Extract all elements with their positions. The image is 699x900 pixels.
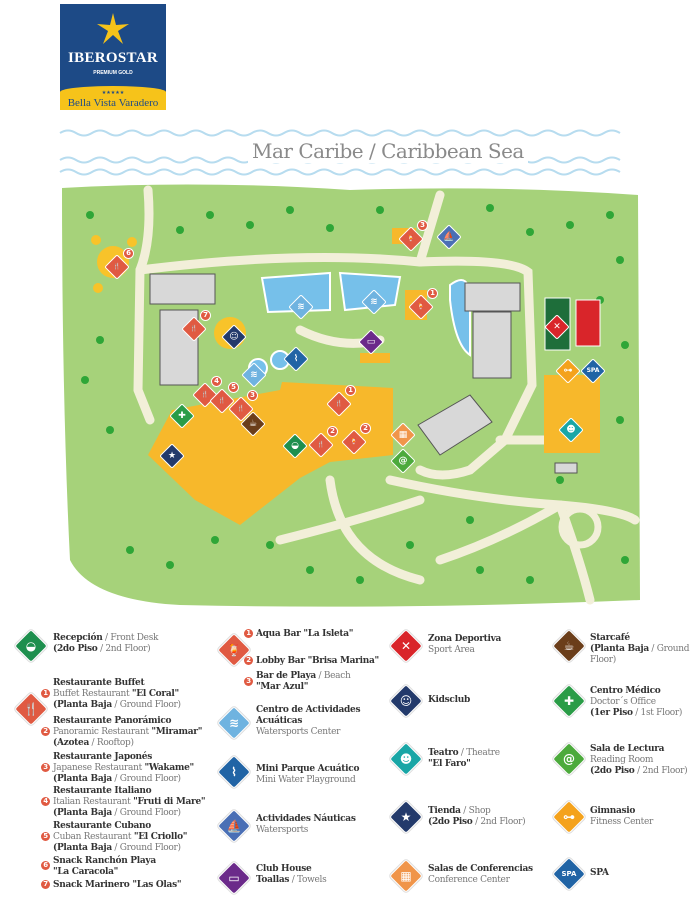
roundabout [558,505,602,549]
hotel-logo: IBEROSTAR PREMIUM GOLD ★★★★★ Bella Vista… [60,4,166,110]
shop-icon: ★ [389,800,423,834]
sport-area-icon: ✕ [389,629,423,663]
sailboat-icon: ⛵ [217,809,251,843]
theatre-icon: ☻ [389,742,423,776]
marker-number: 4 [211,376,222,387]
marker-number: 2 [360,423,371,434]
legend-starcafe: Starcafé(Planta Baja / Ground Floor) [590,633,690,665]
gym-icon: ⊶ [552,800,586,834]
mini-water-playground-icon: ⌇ [217,755,251,789]
starfish-icon [97,13,129,44]
buildings [149,273,578,474]
reception-icon: ◒ [14,629,48,663]
marker-number: 5 [228,382,239,393]
starcafe-icon: ☕ [552,629,586,663]
legend-spa: SPA [590,868,609,878]
watersports-center-icon: ≋ [217,706,251,740]
medical-icon: ✚ [552,684,586,718]
logo-hotel-name: Bella Vista Varadero [67,97,159,109]
logo-brand: IBEROSTAR [68,50,158,66]
conference-icon: ▦ [389,859,423,893]
spa-icon: SPA [552,857,586,891]
main-building-area [148,382,393,525]
reading-room-icon: @ [552,742,586,776]
legend-theatre: Teatro / Theatre"El Faro" [428,748,500,769]
kidsclub-icon: ☺ [389,684,423,718]
legend-shop: Tienda / Shop(2do Piso / 2nd Floor) [428,806,526,827]
resort-map [59,129,640,607]
legend-reception: Recepción / Front Desk(2do Piso / 2nd Fl… [53,633,159,654]
logo-stars: ★★★★★ [101,90,125,96]
club-house-icon: ▭ [217,861,251,895]
marker-number: 6 [123,248,134,259]
logo-tier: PREMIUM GOLD [93,70,133,76]
marker-number: 1 [427,288,438,299]
tennis-court [575,299,601,347]
marker-number: 1 [345,385,356,396]
trees [81,204,629,584]
marker-number: 3 [247,390,258,401]
marker-number: 2 [327,426,338,437]
marker-number: 7 [200,310,211,321]
sea-label: Mar Caribe / Caribbean Sea [248,139,528,163]
marker-number: 3 [417,220,428,231]
legend-kidsclub: Kidsclub [428,695,470,705]
